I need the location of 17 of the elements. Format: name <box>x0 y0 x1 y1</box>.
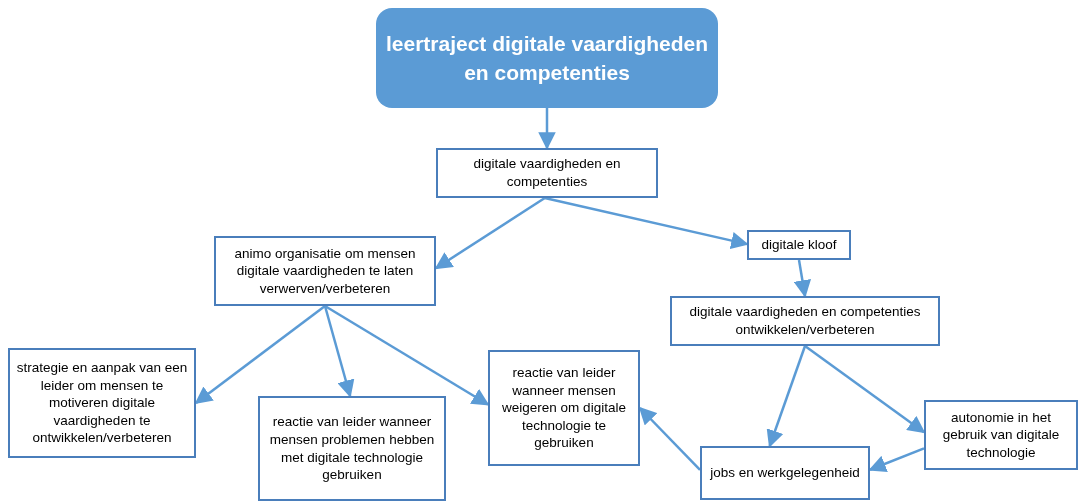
title-box: leertraject digitale vaardigheden en competenties <box>376 8 718 108</box>
process-box: reactie van leider wanneer mensen problemen hebben met digitale technologie gebruiken <box>258 396 446 501</box>
process-box: autonomie in het gebruik van digitale technologie <box>924 400 1078 470</box>
arrow <box>793 259 812 298</box>
process-box: digitale vaardigheden en competenties ontwikkelen/verbeteren <box>670 296 940 346</box>
process-box: digitale kloof <box>747 230 851 260</box>
process-box: animo organisatie om mensen digitale vaardigheden te laten verwerven/verbeteren <box>214 236 436 306</box>
process-box: jobs en werkgelegenheid <box>700 446 870 500</box>
arrow <box>324 304 490 406</box>
arrow <box>544 196 749 250</box>
arrow <box>766 345 807 448</box>
arrow <box>538 108 556 150</box>
arrow <box>323 305 355 398</box>
arrow <box>804 345 926 434</box>
process-box: digitale vaardigheden en competenties <box>436 148 658 198</box>
process-box: reactie van leider wanneer mensen weigeren om digitale technologie te gebruiken <box>488 350 640 466</box>
process-box: strategie en aanpak van een leider om mensen te motiveren digitale vaardigheden te ontwikkelen/verbeteren <box>8 348 196 458</box>
